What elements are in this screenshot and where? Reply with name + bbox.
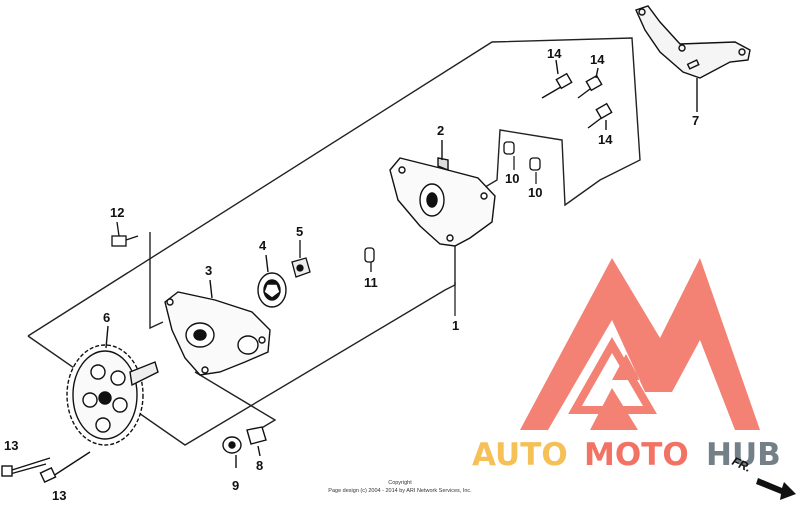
dowel-pins-part-10	[503, 141, 541, 171]
part-label-13a: 13	[4, 438, 18, 453]
part-label-1: 1	[452, 318, 459, 333]
logo-triangle-inner	[568, 336, 657, 414]
part-label-5: 5	[296, 224, 303, 239]
logo-text-moto: MOTO	[584, 437, 689, 473]
part-label-8: 8	[256, 458, 263, 473]
automotohub-logo: AUTO MOTO HUB	[472, 258, 781, 473]
part-label-10a: 10	[505, 171, 519, 186]
part-label-12: 12	[110, 205, 124, 220]
part-label-14a: 14	[547, 46, 562, 61]
part-label-4: 4	[259, 238, 267, 253]
part-label-13b: 13	[52, 488, 66, 503]
copyright-title: Copyright	[388, 480, 412, 486]
part-label-9: 9	[232, 478, 239, 493]
bolt-part-12	[111, 221, 139, 247]
leader-lines	[454, 156, 537, 316]
pump-body-part-3	[164, 279, 271, 376]
washer-part-9	[222, 436, 242, 468]
pump-cover-part-2	[389, 140, 496, 247]
bracket-part-7	[635, 5, 751, 112]
logo-text-auto: AUTO	[472, 437, 568, 473]
inner-rotor-part-5	[291, 240, 311, 278]
logo-text-hub: HUB	[706, 437, 781, 473]
copyright-notice: Page design (c) 2004 - 2014 by ARI Netwo…	[328, 488, 472, 494]
logo-triangle-mark	[520, 258, 760, 430]
part-label-14c: 14	[598, 132, 613, 147]
bolts-part-13	[1, 451, 91, 483]
part-label-7: 7	[692, 113, 699, 128]
part-label-11: 11	[364, 275, 378, 290]
part-label-10b: 10	[528, 185, 542, 200]
pin-part-11	[364, 247, 375, 272]
front-arrow-icon	[756, 478, 796, 500]
part-label-14b: 14	[590, 52, 605, 67]
collar-part-8	[246, 426, 267, 457]
bolts-part-14	[541, 59, 613, 130]
part-label-6: 6	[103, 310, 110, 325]
part-label-3: 3	[205, 263, 212, 278]
part-label-2: 2	[437, 123, 444, 138]
rotor-part-4	[257, 254, 287, 308]
gear-part-6	[66, 325, 159, 446]
